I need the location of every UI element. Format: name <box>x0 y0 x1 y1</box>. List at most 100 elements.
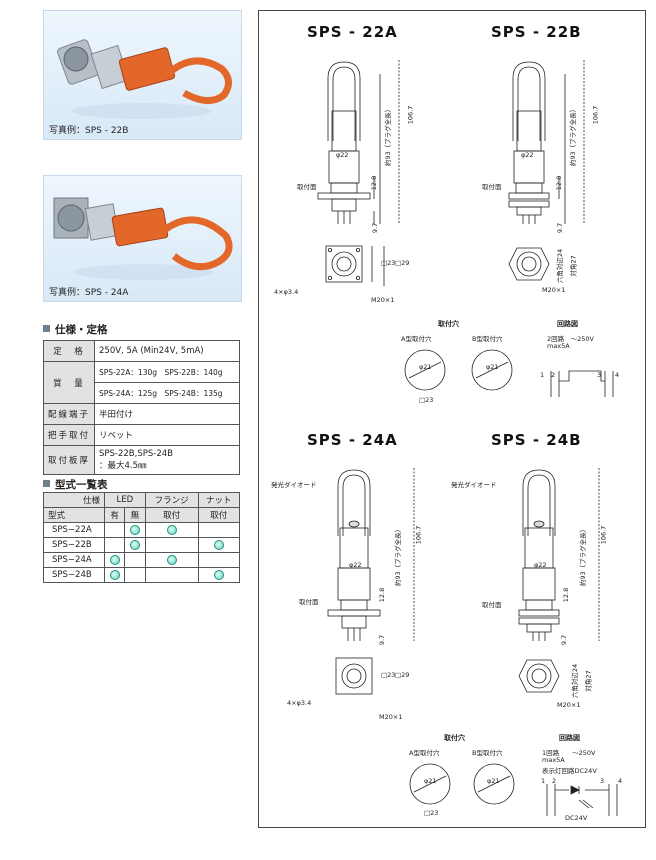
dim-sq29: □29 <box>395 259 410 267</box>
photo-caption: 写真例：SPS - 22B <box>49 126 129 136</box>
circle-mark-icon <box>213 569 224 580</box>
dim-plug: 約93（プラグ全長） <box>394 525 403 587</box>
circuit-22-line2: max5A <box>547 342 570 350</box>
cell-led-yes <box>103 552 126 568</box>
dim-total: 106.7 <box>599 525 608 545</box>
circuit-24-line2: max5A <box>542 756 565 764</box>
hex-24: 六角対辺24 <box>571 663 580 699</box>
led-label-24b: 発光ダイオード <box>451 481 497 489</box>
drawing-sps-24b <box>518 468 600 693</box>
bullet-square-icon <box>43 325 50 332</box>
dim-plug: 約93（プラグ全長） <box>579 525 588 587</box>
model-name: SPS−22A <box>43 522 105 538</box>
drawing-sps-24a <box>327 468 415 695</box>
spec-table: 定 格 250V, 5A (Min24V, 5mA) 質 量 SPS-22A：1… <box>43 340 240 475</box>
dim-12: 12.8 <box>370 175 379 191</box>
dim-phi22: φ22 <box>336 151 349 159</box>
cell-led-no <box>124 537 146 553</box>
cell-flange <box>144 537 199 553</box>
panel-value: SPS-22B,SPS-24B：最大4.5㎜ <box>94 445 240 475</box>
model-name: SPS−24B <box>43 567 105 583</box>
header-nut-mount: 取付 <box>197 507 241 523</box>
dim-m20: M20×1 <box>379 713 403 721</box>
cell-led-no <box>124 522 146 538</box>
dim-holes: 4×φ3.4 <box>287 699 312 707</box>
dim-plug: 約93（プラグ全長） <box>569 105 578 167</box>
dim-m20: M20×1 <box>557 701 581 709</box>
cell-led-yes <box>103 537 126 553</box>
panel-value-line-1: SPS-22B,SPS-24B <box>99 449 173 459</box>
dim-sq23-hole: □23 <box>419 396 434 404</box>
pin-3-22: 3 <box>597 371 602 379</box>
mass-row-2: SPS-24A：125g SPS-24B：135g <box>94 382 240 404</box>
circle-mark-icon <box>166 524 177 535</box>
dim-phi22: φ22 <box>521 151 534 159</box>
circuit-24-line3: 表示灯回路DC24V <box>542 767 597 775</box>
circle-mark-icon <box>109 569 120 580</box>
circle-mark-icon <box>213 539 224 550</box>
dim-12: 12.8 <box>562 587 571 603</box>
cell-led-yes <box>103 567 126 583</box>
dc24-label: DC24V <box>565 814 588 822</box>
header-flange: フランジ <box>144 492 199 508</box>
circuit-title-24: 回路図 <box>559 734 580 742</box>
table-row: SPS−24B <box>43 567 241 583</box>
pin-2: 2 <box>552 777 557 785</box>
dim-sq23: □23 <box>381 259 396 267</box>
pin-4: 4 <box>618 777 623 785</box>
mount-holes-24 <box>409 763 515 805</box>
spec-section-title: 仕様・定格 <box>43 322 108 337</box>
phi21-a-24: φ21 <box>424 777 437 785</box>
b-hole-label: B型取付穴 <box>472 335 503 343</box>
cell-nut <box>197 567 241 583</box>
mount-face: 取付面 <box>299 598 319 606</box>
dim-12: 12.8 <box>378 587 387 603</box>
cell-led-no <box>124 567 146 583</box>
spec-title-text: 仕様・定格 <box>55 324 108 336</box>
model-section-title: 型式一覧表 <box>43 477 108 492</box>
bullet-square-icon <box>43 480 50 487</box>
header-led-yes: 有 <box>103 507 126 523</box>
model-title-text: 型式一覧表 <box>55 479 108 491</box>
header-led-no: 無 <box>124 507 146 523</box>
cell-led-no <box>124 552 146 568</box>
mount-hole-title-24: 取付穴 <box>444 734 465 742</box>
dim-total: 106.7 <box>591 105 600 125</box>
drawing-frame: SPS - 22A SPS - 22B SPS - 24A SPS - 24B … <box>258 10 646 828</box>
cell-flange <box>144 522 199 538</box>
header-flange-mount: 取付 <box>144 507 199 523</box>
dim-97: 9.7 <box>378 634 387 646</box>
circuit-22-diagram <box>550 370 614 397</box>
product-photo-sps-24a: 写真例：SPS - 24A <box>43 175 242 302</box>
dim-m20: M20×1 <box>371 296 395 304</box>
mount-hole-title: 取付穴 <box>438 320 459 328</box>
a-hole-label-24: A型取付穴 <box>409 749 440 757</box>
pin-2-22: 2 <box>551 371 556 379</box>
phi21-b-24: φ21 <box>487 777 500 785</box>
circuit-24-line1: 1回路 〜250V <box>542 749 596 757</box>
dim-sq23: □23 <box>381 671 396 679</box>
b-hole-label-24: B型取付穴 <box>472 749 503 757</box>
hex-27: 対角27 <box>584 670 593 692</box>
mount-face: 取付面 <box>482 601 502 609</box>
phi21-a: φ21 <box>419 363 432 371</box>
table-row: SPS−22B <box>43 537 241 553</box>
led-label-24a: 発光ダイオード <box>271 481 317 489</box>
terminal-key: 配線端子 <box>43 403 95 425</box>
title-sps-24a: SPS - 24A <box>307 431 398 449</box>
title-sps-24b: SPS - 24B <box>491 431 582 449</box>
dim-sq23-hole-24: □23 <box>424 809 439 817</box>
model-name: SPS−24A <box>43 552 105 568</box>
pin-3: 3 <box>600 777 605 785</box>
rating-key: 定 格 <box>43 340 95 362</box>
header-led: LED <box>104 492 146 508</box>
header-type: 型式 <box>43 507 105 523</box>
hex-24: 六角対辺24 <box>556 248 565 284</box>
circle-mark-icon <box>166 554 177 565</box>
mass-row-1: SPS-22A：130g SPS-22B：140g <box>94 361 240 383</box>
dim-phi22: φ22 <box>349 561 362 569</box>
dim-sq29: □29 <box>395 671 410 679</box>
dim-plug: 約93（プラグ全長） <box>384 105 393 167</box>
circuit-title: 回路図 <box>557 320 578 328</box>
